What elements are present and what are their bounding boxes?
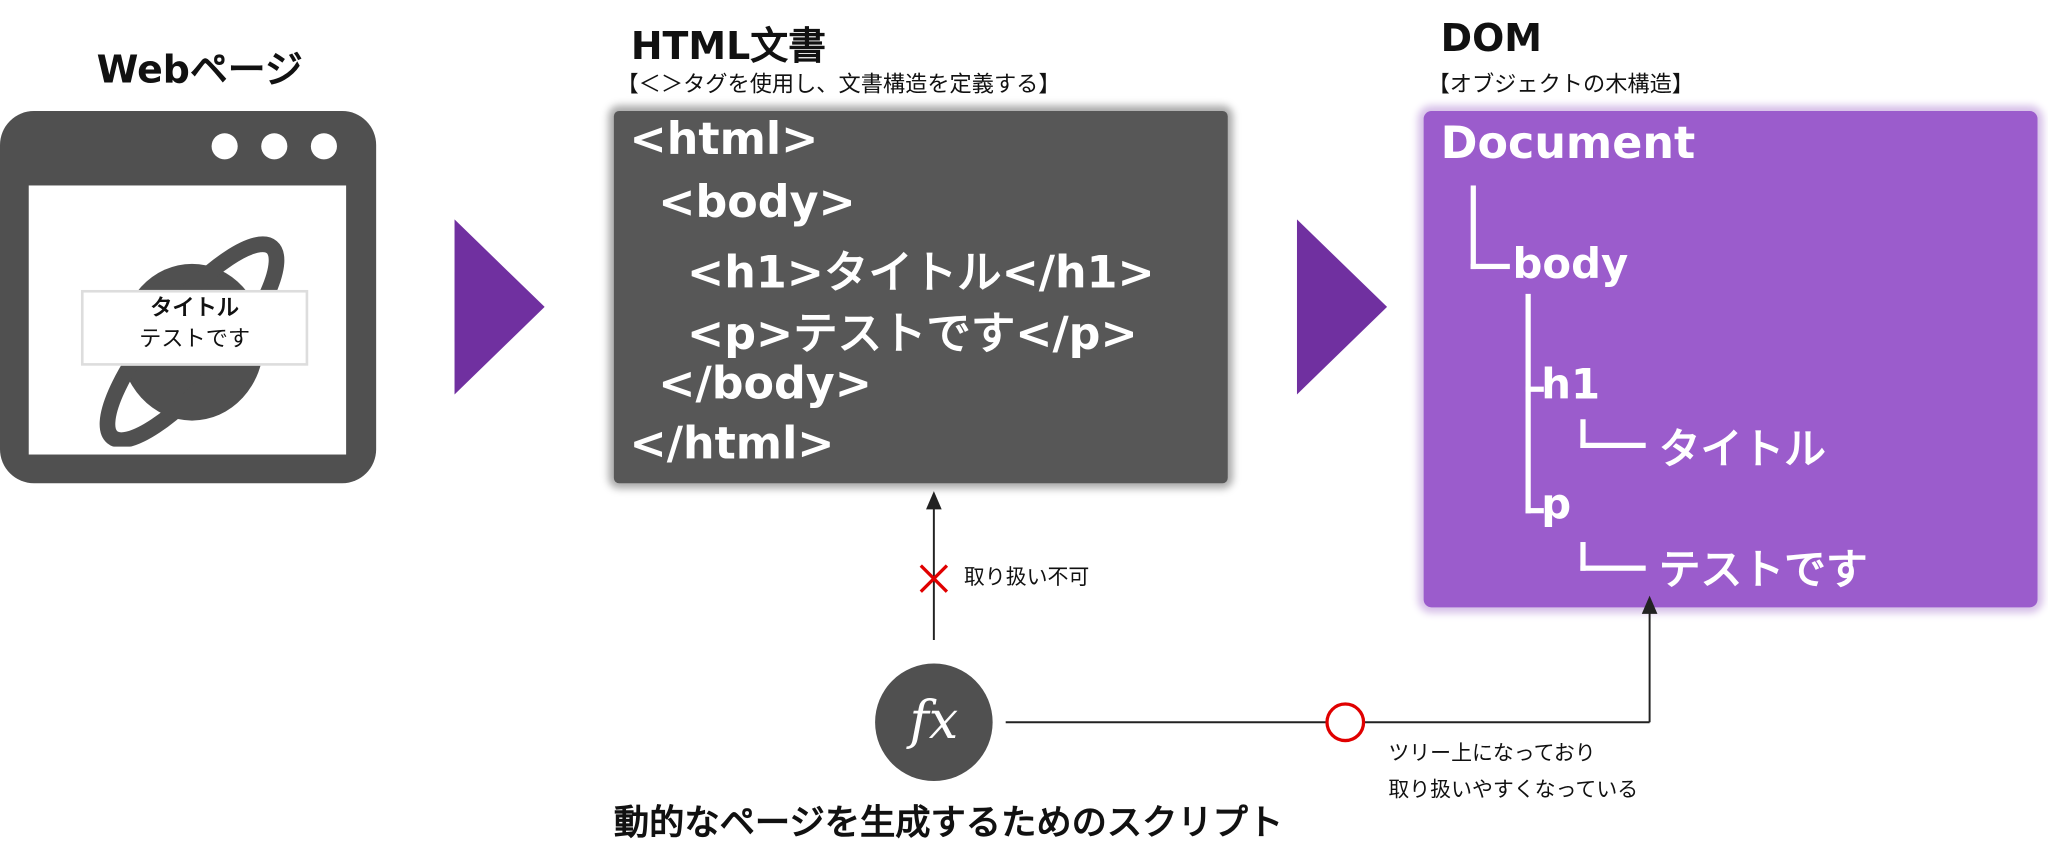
arrow-right-icon: [1296, 219, 1388, 395]
html-doc-subtitle: 【＜＞タグを使用し、文書構造を定義する】: [616, 71, 1061, 98]
arrow-right-icon: [454, 219, 545, 395]
code-line: <p>テストです</p>: [687, 308, 1138, 361]
webpage-title: Webページ: [96, 47, 303, 92]
html-access-note: 取り扱い不可: [963, 564, 1090, 590]
node-p: p: [1541, 479, 1572, 529]
node-p-text: テストです: [1658, 544, 1868, 595]
window-dot-icon: [310, 133, 337, 160]
window-dot-icon: [261, 133, 288, 160]
arrow-up-icon: [1641, 595, 1658, 614]
dom-subtitle: 【オブジェクトの木構造】: [1427, 71, 1695, 98]
node-h1: h1: [1541, 359, 1601, 409]
dom-access-note-2: 取り扱いやすくなっている: [1388, 777, 1639, 802]
window-dot-icon: [211, 133, 238, 160]
cross-mark-icon: [919, 564, 949, 593]
html-doc-title: HTML文書: [630, 23, 826, 68]
browser-screen: タイトル テストです: [28, 185, 347, 455]
code-line: <h1>タイトル</h1>: [687, 246, 1155, 300]
node-body: body: [1512, 239, 1629, 289]
tree-line: [1525, 293, 1531, 514]
script-caption: 動的なページを生成するためのスクリプト: [613, 803, 1284, 844]
circle-mark-icon: [1325, 702, 1366, 743]
tree-line: [1580, 419, 1586, 448]
tree-line: [1580, 565, 1646, 571]
code-line: </html>: [629, 417, 835, 471]
dom-title: DOM: [1440, 15, 1542, 61]
page-content-box: タイトル テストです: [80, 289, 309, 366]
code-line: </body>: [658, 357, 872, 411]
code-line: <body>: [658, 176, 856, 229]
dom-tree-box: Document body h1 タイトル p テストです: [1423, 111, 2038, 608]
page-heading: タイトル: [150, 295, 240, 322]
tree-line: [1470, 263, 1510, 270]
tree-line: [1525, 508, 1544, 514]
node-h1-text: タイトル: [1658, 424, 1826, 475]
tree-line: [1470, 185, 1476, 270]
node-document: Document: [1440, 117, 1696, 170]
tree-line: [1580, 442, 1646, 448]
code-line: <html>: [629, 113, 819, 166]
html-code-box: <html> <body> <h1>タイトル</h1> <p>テストです</p>…: [613, 111, 1228, 484]
tree-line: [1580, 542, 1586, 571]
page-text: テストです: [139, 326, 251, 353]
browser-window-icon: タイトル テストです: [0, 111, 377, 484]
tree-line: [1525, 386, 1544, 392]
script-function-icon: fx: [875, 663, 993, 782]
dom-access-note-1: ツリー上になっており: [1388, 740, 1596, 766]
arrow-up-icon: [926, 491, 942, 510]
